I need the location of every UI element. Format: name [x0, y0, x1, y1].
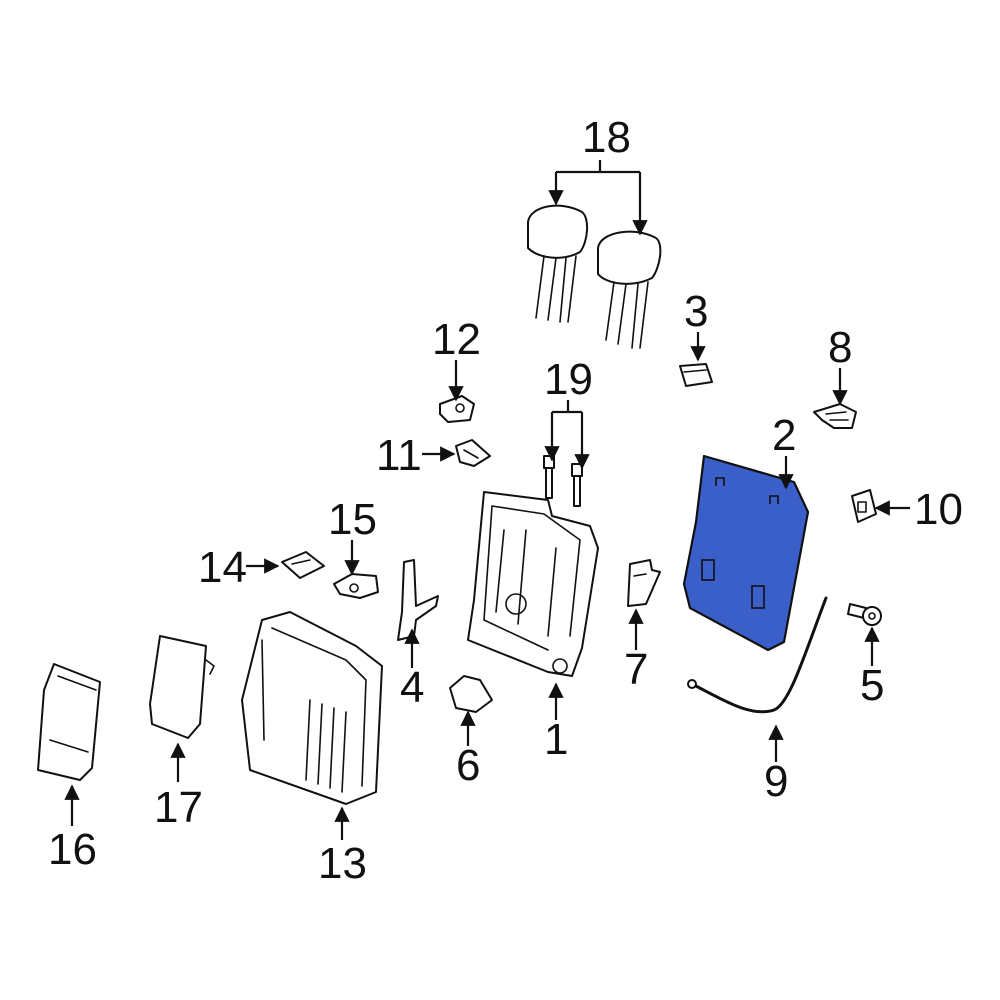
part-17-panel: [149, 635, 215, 739]
callout-13: 13: [318, 839, 367, 888]
part-1-seatback-frame: [467, 491, 599, 677]
leader-lines: [64, 160, 910, 840]
callout-6: 6: [456, 741, 480, 790]
headrest-left: [527, 204, 588, 323]
callout-16: 16: [48, 825, 97, 874]
part-8-bracket: [813, 403, 857, 429]
callout-10: 10: [914, 485, 963, 534]
callout-14: 14: [198, 543, 247, 592]
callout-12: 12: [432, 315, 481, 364]
part-16-panel: [37, 663, 101, 781]
callout-3: 3: [684, 287, 708, 336]
callout-19: 19: [544, 355, 593, 404]
callout-5: 5: [860, 661, 884, 710]
headrest-right: [597, 230, 662, 349]
part-14-pad: [281, 551, 325, 579]
part-11-clip: [455, 439, 491, 467]
callout-2: 2: [772, 411, 796, 460]
callout-9: 9: [764, 757, 788, 806]
part-10-latch: [851, 489, 877, 523]
callout-4: 4: [400, 663, 424, 712]
part-5-bolt: [847, 603, 882, 626]
callout-11: 11: [376, 431, 422, 480]
part-3-clip: [679, 363, 713, 387]
callout-15: 15: [328, 495, 377, 544]
part-6-block: [449, 675, 493, 713]
part-13-seatback-cover: [241, 611, 383, 805]
part-4-hinge: [397, 559, 439, 641]
callout-1: 1: [544, 715, 568, 764]
part-2-rear-panel: [682, 454, 810, 652]
callout-labels: 18 3 8 2 10 5 9 7 1 6 4 12 11 19 15 14 1…: [48, 113, 963, 888]
part-15-clip: [333, 573, 379, 599]
callout-18: 18: [582, 113, 631, 162]
part-19-bolts: [543, 455, 583, 507]
callout-7: 7: [624, 645, 648, 694]
callout-17: 17: [154, 783, 203, 832]
callout-8: 8: [828, 323, 852, 372]
part-9-cable: [687, 596, 828, 714]
part-7-bracket: [627, 559, 661, 607]
